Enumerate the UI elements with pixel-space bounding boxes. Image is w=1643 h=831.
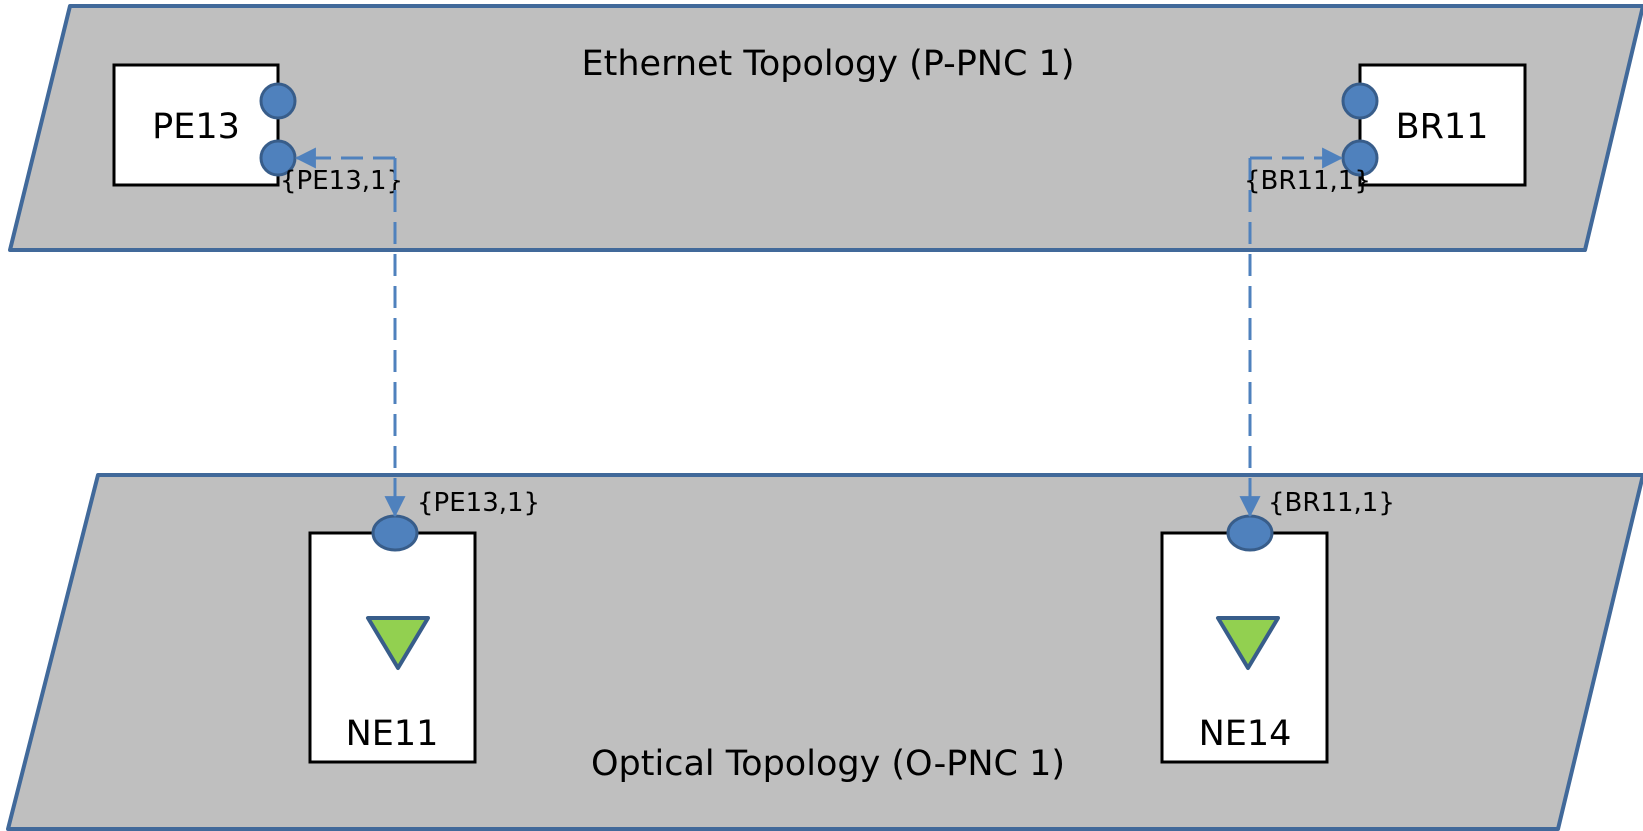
br11-port-label: {BR11,1} (1244, 166, 1371, 196)
ne14-down-triangle-icon (1216, 616, 1280, 670)
ne14-label: NE14 (1199, 714, 1292, 754)
br11-box (1358, 63, 1527, 187)
node-pe13[interactable]: PE13 {PE13,1} (112, 63, 403, 196)
ne11-label: NE11 (346, 714, 439, 754)
ethernet-layer-plane (8, 4, 1643, 252)
inter-layer-links (294, 147, 1344, 518)
optical-topology-layer: Optical Topology (O-PNC 1) NE11 {PE13,1}… (6, 473, 1643, 831)
ne11-down-triangle-icon (366, 616, 430, 670)
node-ne14[interactable]: NE14 {BR11,1} (1160, 488, 1395, 764)
node-ne11[interactable]: NE11 {PE13,1} (308, 488, 540, 764)
optical-layer-title: Optical Topology (O-PNC 1) (591, 744, 1065, 784)
pe13-port-top-icon[interactable] (259, 82, 297, 120)
pe13-box (112, 63, 280, 187)
ethernet-topology-layer: Ethernet Topology (P-PNC 1) PE13 {PE13,1… (8, 4, 1643, 252)
ne14-port-icon[interactable] (1226, 514, 1274, 552)
br11-label: BR11 (1396, 107, 1489, 147)
ne11-port-icon[interactable] (371, 514, 419, 552)
ethernet-layer-title: Ethernet Topology (P-PNC 1) (582, 44, 1075, 84)
pe13-port-label: {PE13,1} (280, 166, 403, 196)
node-br11[interactable]: BR11 {BR11,1} (1244, 63, 1527, 196)
ne14-port-label: {BR11,1} (1268, 488, 1395, 518)
br11-port-top-icon[interactable] (1341, 82, 1379, 120)
pe13-label: PE13 (152, 107, 240, 147)
ne11-port-label: {PE13,1} (417, 488, 540, 518)
